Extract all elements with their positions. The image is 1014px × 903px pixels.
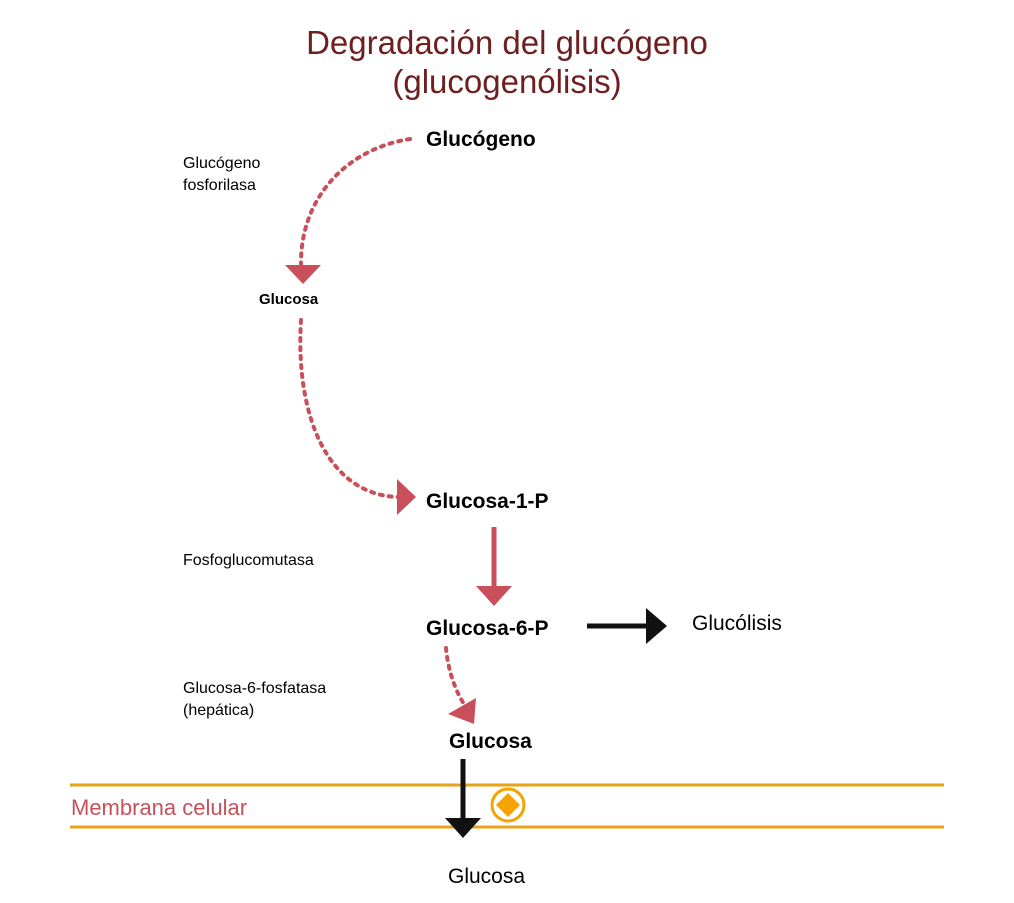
enzyme-glucosa-6-fosfatasa: Glucosa-6-fosfatasa (hepática): [183, 678, 326, 722]
node-glucosa-1p: Glucosa-1-P: [426, 490, 549, 513]
enzyme-line: (hepática): [183, 702, 255, 719]
arrow-glucogeno-to-glucosa: [298, 137, 412, 267]
arrowhead-glucosa-1p: [397, 479, 416, 515]
arrowhead-glucosa-small: [285, 265, 321, 284]
enzyme-fosfoglucomutasa: Fosfoglucomutasa: [183, 552, 314, 569]
node-glucosa-6p: Glucosa-6-P: [426, 617, 549, 640]
arrowhead-glucosa-outside: [445, 818, 481, 838]
enzyme-line: Glucosa-6-fosfatasa: [183, 680, 327, 697]
membrane-label: Membrana celular: [71, 795, 248, 820]
arrowhead-glucosa: [448, 698, 476, 724]
arrow-glucosa-to-glucosa-1p: [298, 318, 400, 499]
enzyme-line: fosforilasa: [183, 177, 256, 194]
arrowhead-glucosa-6p: [476, 586, 512, 606]
enzyme-glucogeno-fosforilasa: Glucógeno fosforilasa: [183, 153, 260, 197]
diagram-title-line1: Degradación del glucógeno: [306, 24, 708, 61]
node-glucolisis: Glucólisis: [692, 612, 782, 635]
node-glucosa-outside: Glucosa: [448, 865, 526, 888]
node-glucogeno: Glucógeno: [426, 128, 536, 151]
glucose-transporter-icon: [490, 787, 526, 823]
diagram-title-line2: (glucogenólisis): [392, 63, 622, 100]
node-glucosa-small: Glucosa: [259, 291, 319, 308]
node-glucosa: Glucosa: [449, 730, 532, 753]
enzyme-line: Glucógeno: [183, 155, 261, 172]
arrowhead-glucolisis: [646, 608, 667, 644]
arrow-glucosa-6p-to-glucosa: [444, 646, 466, 706]
